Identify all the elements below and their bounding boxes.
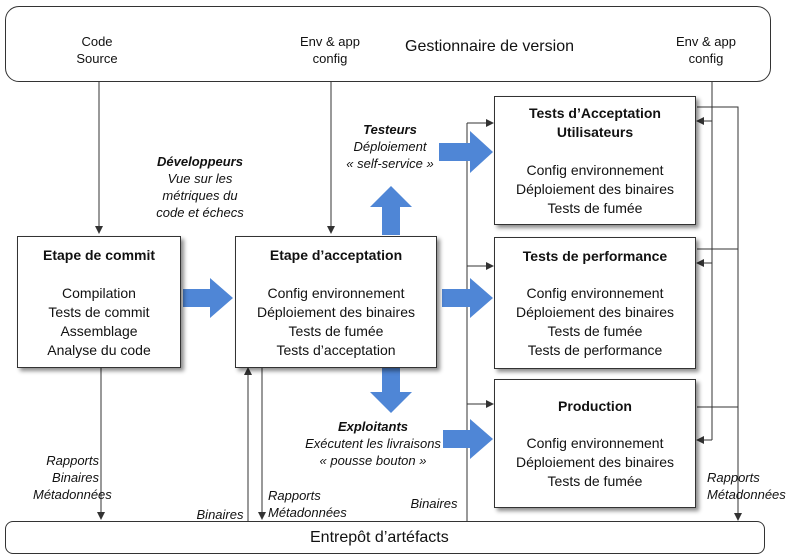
label-testers: Testeurs Déploiement « self-service » (346, 122, 434, 171)
label-operators: Exploitants Exécutent les livraisons « p… (305, 419, 441, 468)
label-downstream-outputs: Rapports Métadonnées (707, 470, 786, 502)
stage-production-title: Production (558, 398, 632, 414)
block-arrow-acceptance-up (370, 186, 412, 235)
label-commit-outputs: Rapports Binaires Métadonnées (33, 453, 112, 502)
version-control-box (5, 6, 771, 82)
artifact-repository-title: Entrepôt d’artéfacts (310, 529, 449, 546)
stage-performance: Tests de performance Config environnemen… (494, 237, 696, 369)
label-binaries-left: Binaires (196, 507, 244, 522)
block-arrow-testers-to-uat (439, 131, 493, 173)
stage-acceptance: Etape d’acceptation Config environnement… (235, 236, 437, 368)
block-arrow-operators-to-prod (443, 419, 493, 459)
stage-commit-title: Etape de commit (42, 247, 156, 263)
block-arrow-acceptance-to-perf (442, 278, 493, 318)
line-downstream-outputs (697, 106, 742, 521)
label-developers: Développeurs Vue sur les métriques du co… (156, 154, 244, 220)
label-binaries-right: Binaires (410, 496, 458, 511)
stage-performance-title: Tests de performance (522, 248, 668, 264)
label-acceptance-outputs: Rapports Métadonnées (268, 488, 347, 520)
version-control-title: Gestionnaire de version (405, 38, 574, 55)
stage-acceptance-title: Etape d’acceptation (269, 247, 403, 263)
artifact-repository-box (5, 521, 765, 554)
block-arrow-commit-to-acceptance (183, 278, 233, 318)
block-arrow-acceptance-down (370, 368, 412, 413)
